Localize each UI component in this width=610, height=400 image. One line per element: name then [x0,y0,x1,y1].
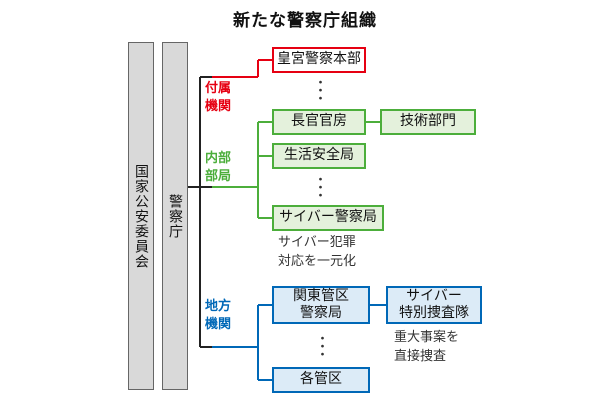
trunk-lines [188,76,212,348]
box-cyber-police-bureau: サイバー警察局 [272,205,384,231]
regional-ellipsis: ・ ・ ・ [316,332,330,363]
commission-label: 国家公安委員会 [133,163,149,269]
attached-label: 付属 機関 [205,81,232,114]
internal-branch-lines [212,121,380,219]
box-chokan-kanbo: 長官官房 [272,109,366,135]
box-cyber-special-squad: サイバー 特別捜査隊 [386,286,482,324]
regional-label: 地方 機関 [205,299,232,332]
npa-label: 警察庁 [167,193,183,239]
internal-ellipsis: ・ ・ ・ [314,173,328,204]
box-kanto-regional-bureau: 関東管区 警察局 [272,286,370,324]
chart-title: 新たな警察庁組織 [233,11,377,31]
cyber-bureau-note: サイバー犯罪 対応を一元化 [278,235,357,269]
box-community-safety: 生活安全局 [272,143,366,169]
internal-label: 内部 部局 [205,151,232,184]
box-imperial-guard: 皇宮警察本部 [272,47,366,73]
box-each-regional-bureau: 各管区 [272,367,370,393]
cyber-squad-note: 重大事案を 直接捜査 [394,330,460,364]
regional-branch-lines [212,304,386,381]
box-technology-dept: 技術部門 [380,109,476,135]
commission-bar: 国家公安委員会 [128,42,154,390]
attached-ellipsis: ・ ・ ・ [314,76,328,107]
attached-branch-lines [212,59,272,78]
npa-bar: 警察庁 [162,42,188,390]
